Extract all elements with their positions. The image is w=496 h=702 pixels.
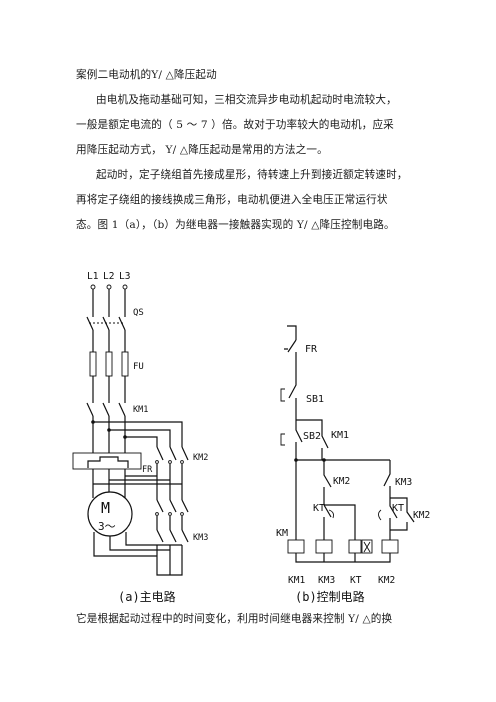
kt-contact1-label: KT: [313, 503, 325, 514]
km3-main-label: KM3: [193, 533, 208, 543]
coil-km3-label: KM3: [318, 575, 335, 586]
sb2-start-button: [280, 418, 303, 460]
para2-line3: 态。图 1（a），（b）为继电器一接触器实现的 Y/ △降压控制电路。: [76, 219, 395, 231]
sb1-label: SB1: [306, 394, 324, 405]
km3-contact-label: KM3: [395, 477, 412, 488]
coil-km2-label: KM2: [378, 575, 395, 586]
para2-line2: 再将定子绕组的接线换成三角形，电动机便进入全电压正常运行状: [76, 194, 388, 206]
fr-control-label: FR: [305, 344, 318, 355]
terminal-l1: [90, 284, 96, 290]
km-left-label: KM: [276, 528, 288, 539]
fuses: [89, 351, 129, 403]
footer-line: 它是根据起动过程中的时间变化，利用时间继电器来控制 Y/ △的换: [76, 613, 393, 625]
km2-side-label: KM2: [413, 510, 430, 521]
fr-main-label: FR: [142, 465, 153, 475]
qs-label: QS: [133, 308, 144, 318]
phase-l1-label: L1: [87, 271, 99, 282]
kt-contact2-label: KT: [392, 503, 404, 514]
main-circuit: L1 L2 L3 QS FU KM1: [72, 271, 208, 604]
coil-kt-label: KT: [350, 575, 362, 586]
phase-l2-label: L2: [103, 271, 114, 282]
para1-line2: 一般是额定电流的（ 5 ～ 7 ）倍。故对于功率较大的电动机，应采: [76, 119, 394, 131]
terminal-l3: [122, 284, 128, 290]
fr-nc-contact: [284, 339, 297, 365]
terminal-l2: [106, 284, 112, 290]
sb2-label: SB2: [303, 431, 321, 442]
km1-main-label: KM1: [133, 405, 148, 415]
km1-main-contacts: [86, 402, 126, 440]
qs-switch: [86, 316, 126, 352]
km2-contact-label: KM2: [333, 476, 350, 487]
para1-line3: 用降压起动方式， Y/ △降压起动是常用的方法之一。: [76, 144, 328, 156]
doc-heading: 案例二电动机的Y/ △降压起动: [76, 69, 217, 81]
coil-km1-label: KM1: [288, 575, 305, 586]
km3-main-contacts: [155, 499, 189, 576]
motor-phase-label: 3～: [98, 520, 116, 533]
fr-thermal-box: [72, 452, 142, 470]
sb1-stop-button: [280, 365, 297, 418]
motor-m-label: M: [101, 499, 110, 517]
km2-main-contacts: [155, 446, 189, 464]
control-circuit-caption: (b)控制电路: [295, 589, 365, 604]
phase-l3-label: L3: [119, 271, 130, 282]
km2-main-label: KM2: [193, 453, 208, 463]
para2-line1: 起动时，定子绕组首先接成星形，待转速上升到接近额定转速时，: [96, 169, 408, 181]
para1-line1: 由电机及拖动基础可知，三相交流异步电动机起动时电流较大，: [96, 94, 397, 106]
fu-label: FU: [133, 362, 144, 372]
main-circuit-caption: (a)主电路: [118, 589, 176, 604]
control-circuit: FR SB1 SB2 KM1 KM KM2 KT: [276, 325, 430, 604]
km1-contact-label: KM1: [331, 430, 349, 441]
